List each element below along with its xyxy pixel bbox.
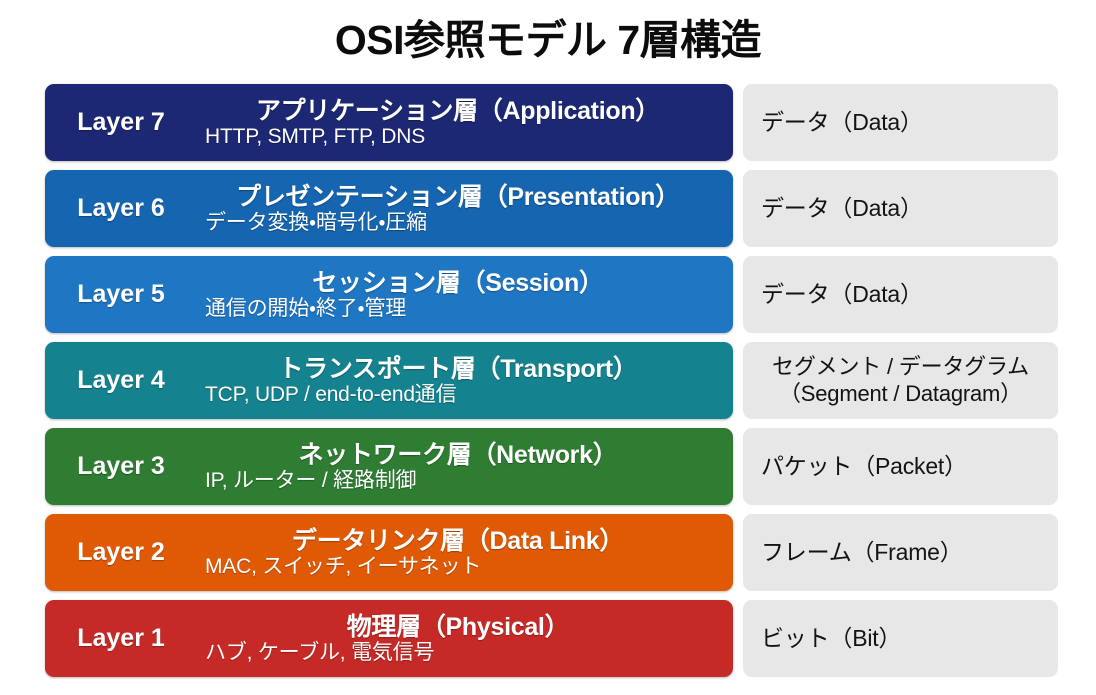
layer-name: 物理層（Physical）	[346, 612, 570, 641]
pdu-panel-layer-2: フレーム（Frame）	[743, 514, 1058, 591]
layer-detail: IP, ルーター / 経路制御	[205, 468, 417, 492]
layer-bar-layer-4[interactable]: Layer 4 トランスポート層（Transport）TCP, UDP / end…	[45, 342, 733, 419]
layer-name: アプリケーション層（Application）	[255, 96, 660, 125]
layer-text-block: トランスポート層（Transport）TCP, UDP / end-to-end…	[197, 355, 733, 407]
layer-number-label: Layer 4	[77, 366, 165, 394]
layer-text-block: アプリケーション層（Application）HTTP, SMTP, FTP, D…	[197, 97, 733, 149]
layer-bar-layer-5[interactable]: Layer 5 セッション層（Session）通信の開始・終了・管理	[45, 256, 733, 333]
layer-bar-layer-2[interactable]: Layer 2 データリンク層（Data Link）MAC, スイッチ, イーサネ…	[45, 514, 733, 591]
pdu-text: セグメント / データグラム	[772, 354, 1029, 380]
layer-row-layer-3: Layer 3 ネットワーク層（Network）IP, ルーター / 経路制御 パケ…	[45, 428, 1058, 505]
layer-row-layer-2: Layer 2 データリンク層（Data Link）MAC, スイッチ, イーサネ…	[45, 514, 1058, 591]
pdu-text: データ（Data）	[761, 280, 923, 307]
pdu-panel-layer-3: パケット（Packet）	[743, 428, 1058, 505]
layer-text-block: セッション層（Session）通信の開始・終了・管理	[197, 269, 733, 321]
layer-row-layer-6: Layer 6 プレゼンテーション層（Presentation）データ変換・暗号化…	[45, 170, 1058, 247]
layer-bar-layer-6[interactable]: Layer 6 プレゼンテーション層（Presentation）データ変換・暗号化…	[45, 170, 733, 247]
layer-name: セッション層（Session）	[312, 268, 604, 297]
pdu-panel-layer-4: セグメント / データグラム（Segment / Datagram）	[743, 342, 1058, 419]
layer-detail: HTTP, SMTP, FTP, DNS	[205, 124, 426, 148]
layer-number-label: Layer 7	[77, 108, 165, 136]
pdu-text: （Segment / Datagram）	[779, 380, 1022, 406]
pdu-text: フレーム（Frame）	[761, 538, 963, 565]
page-title: OSI参照モデル 7層構造	[334, 17, 762, 63]
layer-bar-layer-3[interactable]: Layer 3 ネットワーク層（Network）IP, ルーター / 経路制御	[45, 428, 733, 505]
pdu-panel-layer-1: ビット（Bit）	[743, 600, 1058, 677]
layer-detail: MAC, スイッチ, イーサネット	[205, 554, 482, 578]
layer-name: トランスポート層（Transport）	[278, 354, 638, 383]
layer-name: データリンク層（Data Link）	[291, 526, 625, 555]
layer-bar-layer-1[interactable]: Layer 1 物理層（Physical）ハブ, ケーブル, 電気信号	[45, 600, 733, 677]
layer-number-label: Layer 3	[77, 452, 165, 480]
layer-number-label: Layer 2	[77, 538, 165, 566]
pdu-text: ビット（Bit）	[761, 624, 902, 651]
layer-row-layer-1: Layer 1 物理層（Physical）ハブ, ケーブル, 電気信号 ビット（Bi…	[45, 600, 1058, 677]
layer-name: プレゼンテーション層（Presentation）	[236, 182, 680, 211]
layer-number-label: Layer 5	[77, 280, 165, 308]
layer-row-layer-5: Layer 5 セッション層（Session）通信の開始・終了・管理 データ（Dat…	[45, 256, 1058, 333]
pdu-text: パケット（Packet）	[761, 452, 967, 479]
layer-text-block: プレゼンテーション層（Presentation）データ変換・暗号化・圧縮	[197, 183, 733, 235]
pdu-text: データ（Data）	[761, 108, 923, 135]
layer-detail: データ変換・暗号化・圧縮	[205, 210, 427, 234]
layer-row-layer-7: Layer 7 アプリケーション層（Application）HTTP, SMTP,…	[45, 84, 1058, 161]
layer-detail: TCP, UDP / end-to-end通信	[205, 382, 457, 406]
layer-text-block: 物理層（Physical）ハブ, ケーブル, 電気信号	[197, 613, 733, 665]
layer-detail: ハブ, ケーブル, 電気信号	[205, 640, 435, 664]
layer-row-layer-4: Layer 4 トランスポート層（Transport）TCP, UDP / end…	[45, 342, 1058, 419]
layer-bar-layer-7[interactable]: Layer 7 アプリケーション層（Application）HTTP, SMTP,…	[45, 84, 733, 161]
layer-text-block: データリンク層（Data Link）MAC, スイッチ, イーサネット	[197, 527, 733, 579]
layer-number-label: Layer 6	[77, 194, 165, 222]
pdu-text: データ（Data）	[761, 194, 923, 221]
layer-detail: 通信の開始・終了・管理	[205, 296, 407, 320]
layer-number-label: Layer 1	[77, 624, 165, 652]
pdu-panel-layer-6: データ（Data）	[743, 170, 1058, 247]
layer-stack: Layer 7 アプリケーション層（Application）HTTP, SMTP,…	[45, 84, 1058, 677]
layer-name: ネットワーク層（Network）	[298, 440, 618, 469]
layer-text-block: ネットワーク層（Network）IP, ルーター / 経路制御	[197, 441, 733, 493]
pdu-panel-layer-5: データ（Data）	[743, 256, 1058, 333]
pdu-panel-layer-7: データ（Data）	[743, 84, 1058, 161]
